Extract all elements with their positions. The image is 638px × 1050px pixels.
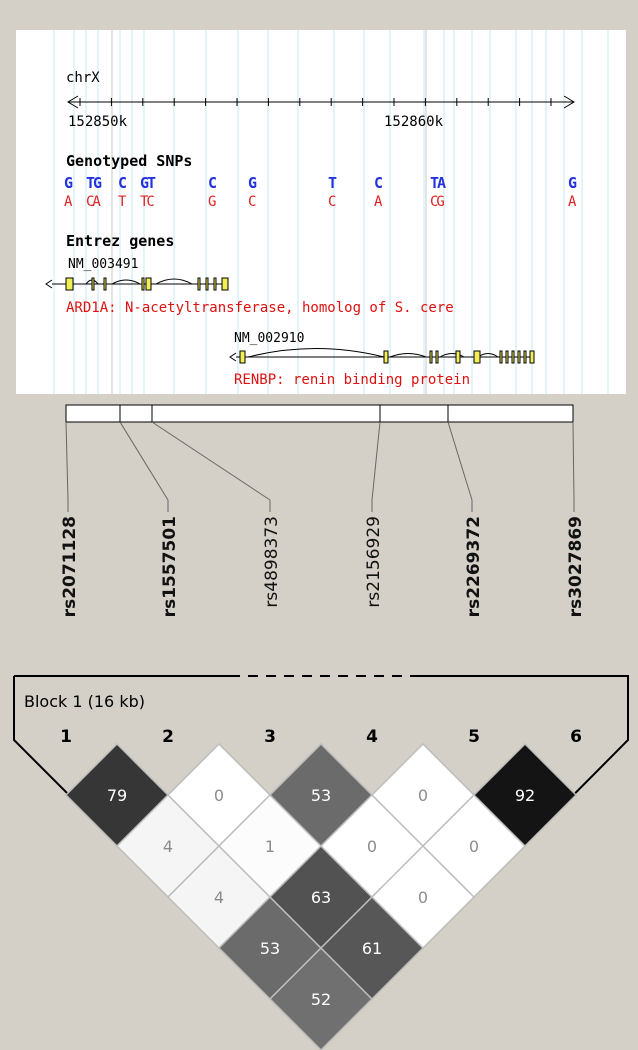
marker-name-label: rs2071128: [60, 516, 80, 617]
gene-exon: [65, 277, 74, 291]
ld-marker-number: 4: [366, 727, 378, 747]
snp-allele-top: TA: [430, 174, 446, 192]
gene-strand-arrow: [45, 279, 53, 289]
ruler-label: 152850k: [68, 114, 128, 130]
ld-cell-value: 1: [265, 837, 275, 856]
gene-exon: [221, 277, 229, 291]
gene-exon: [499, 350, 503, 364]
marker-connector-line: [151, 421, 271, 501]
ld-cell-value: 79: [107, 786, 127, 805]
snp-allele-bottom: A: [568, 194, 577, 210]
snp-allele-top: C: [208, 174, 216, 192]
marker-name-label: rs2269372: [464, 516, 484, 617]
ld-cell-value: 0: [367, 837, 377, 856]
snp-allele-bottom: C: [328, 194, 336, 210]
marker-position-bar: [65, 404, 574, 423]
gene-strand-arrow: [229, 352, 237, 362]
ld-cell-value: 92: [515, 786, 535, 805]
ld-cell-value: 0: [418, 786, 428, 805]
ruler-label: 152860k: [384, 114, 444, 130]
snp-allele-top: C: [118, 174, 126, 192]
marker-name-label: rs1557501: [160, 516, 180, 617]
gene-exon: [517, 350, 521, 364]
snp-allele-top: G: [568, 174, 577, 192]
snp-allele-bottom: A: [374, 194, 383, 210]
snp-allele-bottom: TC: [140, 194, 154, 210]
marker-connector-line: [371, 421, 381, 501]
gene-exon: [239, 350, 246, 364]
snp-allele-bottom: A: [64, 194, 73, 210]
gene-exon: [91, 277, 95, 291]
ld-cell-value: 61: [362, 939, 382, 958]
ld-cell-value: 0: [214, 786, 224, 805]
snp-track-title: Genotyped SNPs: [66, 152, 192, 170]
ld-cell: [472, 742, 578, 848]
marker-name-label: rs4898373: [262, 516, 282, 608]
gene-description: ARD1A: N-acetyltransferase, homolog of S…: [66, 300, 454, 316]
ld-cell-value: 4: [163, 837, 173, 856]
snp-allele-top: G: [248, 174, 257, 192]
snp-allele-top: TG: [86, 174, 102, 192]
gene-exon: [429, 350, 433, 364]
ld-cell-value: 0: [469, 837, 479, 856]
gene-description: RENBP: renin binding protein: [234, 372, 470, 388]
gene-exon: [197, 277, 201, 291]
ld-marker-number: 5: [468, 727, 480, 747]
ld-cell-value: 0: [418, 888, 428, 907]
ld-cell-value: 63: [311, 888, 331, 907]
gene-exon: [435, 350, 439, 364]
snp-allele-bottom: G: [208, 194, 216, 210]
ld-marker-number: 1: [60, 727, 72, 747]
genes-track-title: Entrez genes: [66, 232, 174, 250]
gene-exon: [511, 350, 515, 364]
marker-name-label: rs2156929: [364, 516, 384, 608]
gene-exon: [103, 277, 107, 291]
ld-cell-value: 53: [311, 786, 331, 805]
gene-intron: [247, 348, 499, 358]
marker-connector-line: [119, 421, 169, 501]
ld-cell-value: 53: [260, 939, 280, 958]
gene-exon: [455, 350, 461, 364]
snp-allele-top: G: [64, 174, 73, 192]
gene-accession: NM_002910: [234, 331, 304, 346]
snp-allele-top: T: [328, 174, 337, 192]
gene-exon: [141, 277, 145, 291]
gene-exon: [213, 277, 217, 291]
gene-exon: [505, 350, 509, 364]
snp-allele-bottom: C: [248, 194, 256, 210]
gene-exon: [145, 277, 152, 291]
gene-exon: [205, 277, 209, 291]
gene-exon: [523, 350, 527, 364]
ld-cell-value: 4: [214, 888, 224, 907]
ld-block-label: Block 1 (16 kb): [24, 692, 145, 711]
ld-marker-number: 2: [162, 727, 174, 747]
ruler-arrow-right: [563, 95, 575, 109]
marker-name-label: rs3027869: [566, 516, 586, 617]
gene-exon: [473, 350, 481, 364]
ld-marker-number: 3: [264, 727, 276, 747]
ld-marker-number: 6: [570, 727, 582, 747]
gene-accession: NM_003491: [68, 257, 138, 272]
marker-connector-line: [572, 421, 575, 501]
snp-allele-bottom: CG: [430, 194, 444, 210]
snp-allele-top: GT: [140, 174, 156, 192]
ruler-arrow-left: [67, 95, 79, 109]
marker-connector-line: [447, 421, 473, 501]
gene-exon: [383, 350, 389, 364]
gene-exon: [529, 350, 535, 364]
ld-cell-value: 52: [311, 990, 331, 1009]
snp-allele-bottom: T: [118, 194, 127, 210]
marker-connector-line: [65, 421, 69, 501]
snp-allele-top: C: [374, 174, 382, 192]
chrom-label: chrX: [66, 70, 100, 86]
